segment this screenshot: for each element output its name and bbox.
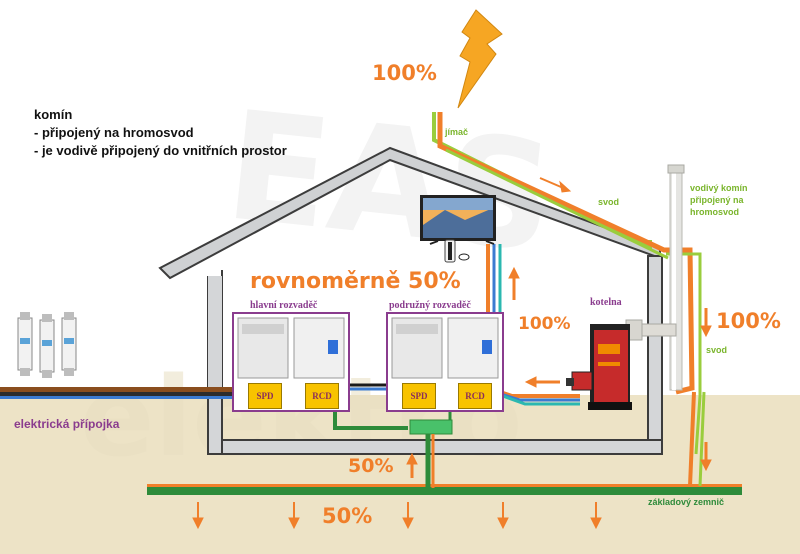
main-board-label: hlavní rozvaděč [250,300,318,311]
tv-icon [420,195,496,245]
chimney-label-1: vodivý komín [690,183,748,193]
boiler-room-label: kotelna [590,297,622,308]
split-title: rovnoměrně 50% [250,269,461,294]
rcd-tag-main: RCD [305,383,339,409]
chimney-label-2: připojený na [690,195,744,205]
boiler-icon [566,324,632,410]
watermark-top: EAS [219,79,562,286]
rcd-tag-sub: RCD [458,383,492,409]
side-down-conductor-label: svod [706,345,728,355]
foundation-earth-electrode [147,486,742,495]
ground-area [0,395,800,554]
note-line-3: - je vodivě připojený do vnitřních prost… [34,143,287,158]
chimney-note: komín - připojený na hromosvod - je vodi… [34,106,287,160]
equipotential-bar [409,419,453,435]
service-line [0,387,235,392]
game-console-icon [444,239,470,263]
air-terminal-label: jímač [445,127,469,137]
roof-down-conductor-label: svod [598,197,620,207]
boiler-percent: 100% [518,314,571,334]
current-arrows [192,177,712,530]
service-connection-label: elektrická přípojka [14,417,120,431]
fuse-icon [17,312,77,378]
side-down-conductor-percent: 100% [716,309,781,333]
note-line-1: komín [34,107,73,122]
note-line-2: - připojený na hromosvod [34,125,194,140]
main-distribution-board [232,312,350,412]
sub-board-label: podružný rozvaděč [389,300,471,311]
chimney-label-3: hromosvod [690,207,740,217]
spd-tag-main: SPD [248,383,282,409]
lightning-bolt-icon [457,9,503,109]
house [158,146,663,455]
lightning-percent: 100% [372,61,437,85]
ground-percent: 50% [322,504,373,528]
foundation-electrode-label: základový zemnič [648,497,725,507]
chimney-icon [625,164,685,391]
up-percent: 50% [348,455,394,477]
spd-tag-sub: SPD [402,383,436,409]
